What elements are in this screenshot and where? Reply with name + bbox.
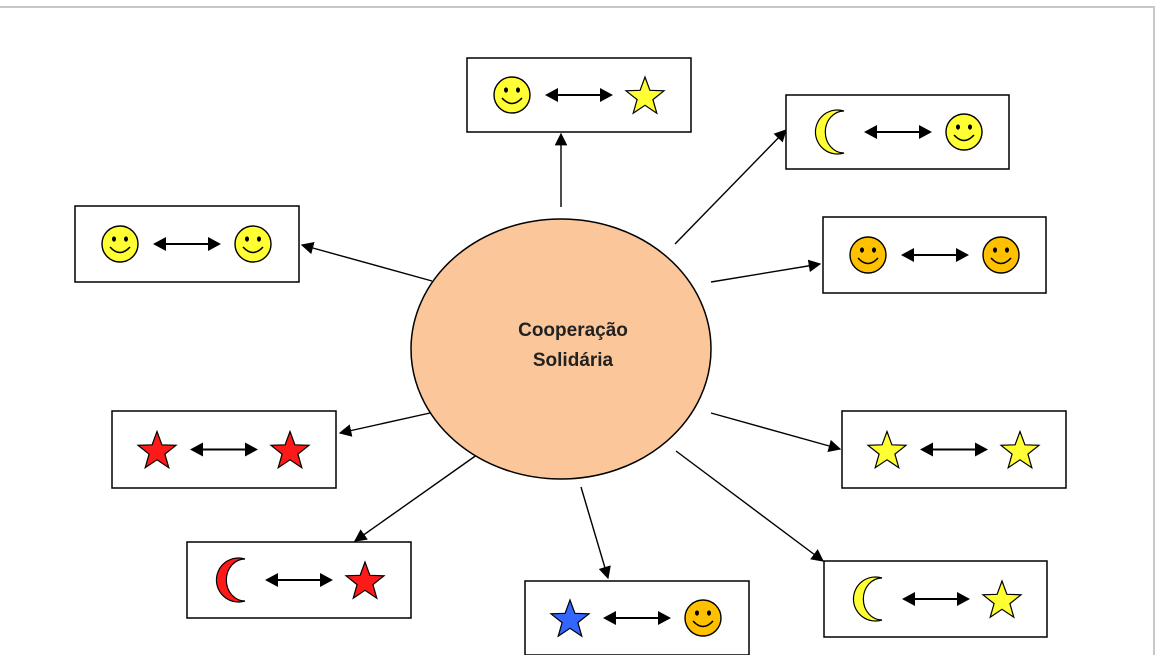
connector-arrow-bottom-right: [675, 450, 825, 562]
connector-arrow-lower-left: [338, 412, 431, 437]
double-arrow-icon: [603, 611, 671, 625]
relation-box-upper-right: [785, 94, 1010, 170]
double-arrow-icon: [265, 573, 333, 587]
smiley-icon: [982, 236, 1020, 274]
moon-icon: [852, 576, 883, 622]
star-icon: [999, 429, 1041, 470]
double-arrow-icon: [153, 237, 221, 251]
center-node: Cooperação Solidária: [410, 218, 712, 480]
double-arrow-icon: [864, 125, 932, 139]
star-icon: [866, 429, 908, 470]
connector-arrow-bottom: [580, 486, 611, 580]
connector-arrow-bottom-left: [353, 451, 482, 542]
relation-box-bottom: [524, 580, 750, 655]
star-icon: [136, 429, 178, 470]
connector-arrow-lower-right: [710, 412, 842, 453]
center-title-line2: Solidária: [533, 350, 614, 371]
relation-box-upper-left: [74, 205, 300, 283]
smiley-icon: [849, 236, 887, 274]
double-arrow-icon: [920, 442, 988, 457]
smiley-icon: [101, 225, 139, 263]
star-icon: [269, 429, 311, 470]
moon-icon: [215, 557, 246, 603]
connector-arrow-upper-left: [300, 241, 433, 282]
smiley-icon: [945, 113, 983, 151]
connector-arrow-right: [710, 259, 822, 283]
relation-box-top: [466, 57, 692, 133]
double-arrow-icon: [901, 248, 969, 262]
center-title-line1: Cooperação: [518, 320, 628, 341]
relation-box-lower-left: [111, 410, 337, 489]
connector-arrow-upper-right: [674, 129, 787, 245]
smiley-icon: [684, 599, 722, 637]
relation-box-right: [822, 216, 1047, 294]
connector-arrows: [300, 129, 842, 580]
relation-box-bottom-left: [186, 541, 412, 619]
double-arrow-icon: [545, 88, 613, 102]
relation-boxes: [74, 57, 1067, 655]
smiley-icon: [234, 225, 272, 263]
star-icon: [549, 598, 591, 638]
relation-box-bottom-right: [823, 560, 1048, 638]
star-icon: [344, 560, 386, 600]
diagram-frame: [0, 6, 1155, 655]
center-ellipse: [410, 218, 712, 480]
smiley-icon: [493, 76, 531, 114]
moon-icon: [814, 109, 845, 155]
star-icon: [981, 579, 1023, 619]
double-arrow-icon: [190, 442, 258, 457]
star-icon: [624, 75, 666, 115]
double-arrow-icon: [902, 592, 970, 606]
relation-box-lower-right: [841, 410, 1067, 489]
